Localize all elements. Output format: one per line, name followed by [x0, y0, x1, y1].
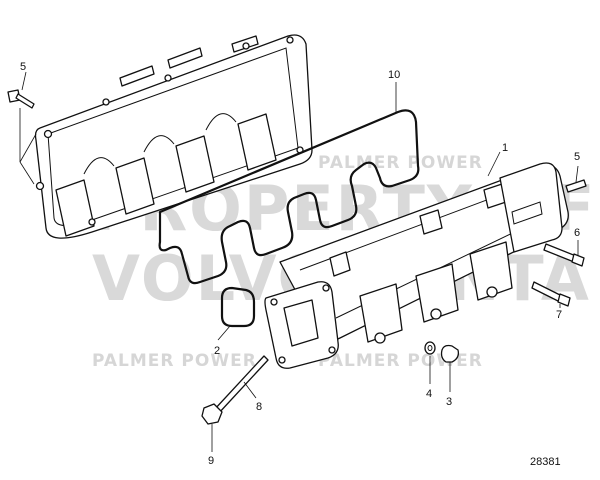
gasket-10	[158, 82, 420, 285]
gasket-2	[217, 286, 256, 341]
watermark-brand-b: PALMER POWER	[318, 351, 483, 371]
bolt-6	[543, 240, 585, 267]
bolt-7	[531, 281, 571, 308]
manifold-cover-plate	[34, 34, 313, 239]
callout-4: 4	[426, 388, 432, 400]
callout-1: 1	[502, 142, 508, 154]
callout-3: 3	[446, 396, 452, 408]
callout-9: 9	[208, 455, 214, 467]
callout-labels: 1 2 3 4 5 5 6 7 8 9 10	[20, 61, 580, 467]
callout-10: 10	[388, 69, 400, 81]
callout-8: 8	[256, 401, 262, 413]
callout-7: 7	[556, 309, 562, 321]
callout-6: 6	[574, 227, 580, 239]
figure-id: 28381	[530, 456, 561, 468]
plug-3	[440, 344, 460, 392]
washer-4	[424, 341, 436, 384]
watermark-brand-c: PALMER POWER	[318, 153, 483, 173]
callout-5-left: 5	[20, 61, 26, 73]
screw-5-left	[7, 71, 37, 185]
callout-5-right: 5	[574, 151, 580, 163]
callout-2: 2	[214, 345, 220, 357]
intake-manifold-1	[264, 151, 569, 369]
watermark-brand-a: PALMER POWER	[92, 351, 257, 371]
nut-9	[201, 403, 223, 452]
screw-5-right	[565, 165, 587, 193]
